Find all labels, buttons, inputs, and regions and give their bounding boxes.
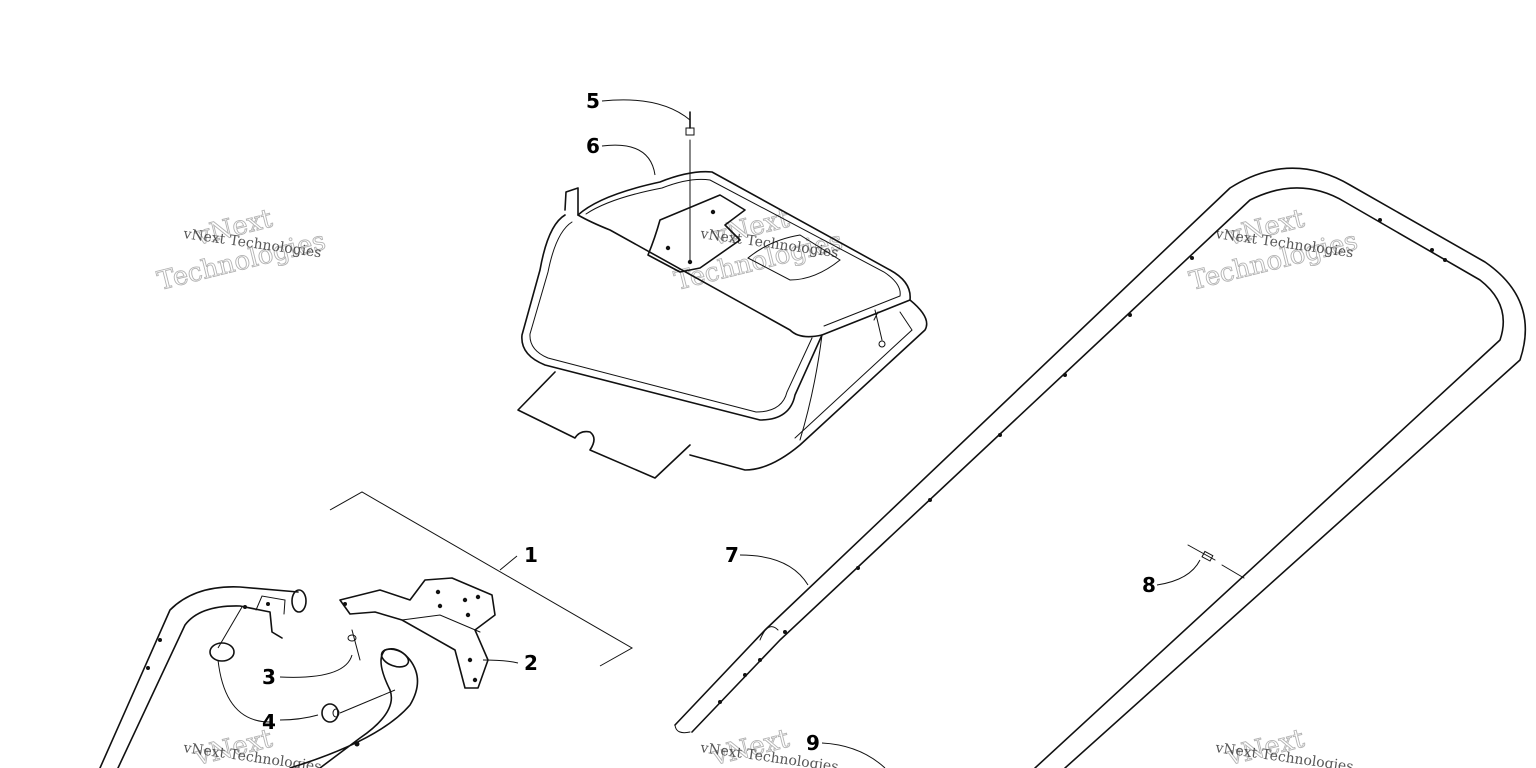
callout-6: 6 [586, 134, 600, 158]
callout-3: 3 [262, 665, 276, 689]
handle-tube-left [99, 586, 307, 768]
end-cap-left [209, 642, 235, 662]
mounting-bracket [339, 577, 496, 689]
watermark-left: vNext Technologies vNext Technologies [154, 203, 329, 297]
handle-tube-right [289, 647, 419, 768]
callout-1: 1 [524, 543, 538, 567]
end-cap-right [321, 703, 340, 723]
watermark-right: vNext Technologies vNext Technologies [1186, 203, 1361, 297]
leader-lines [217, 99, 1201, 768]
frame-rail [674, 167, 1527, 768]
callout-9: 9 [806, 731, 820, 755]
bolt [347, 629, 361, 661]
rivet [1187, 544, 1245, 579]
watermark-bottom-left: vNext vNext Technologies [181, 723, 322, 768]
screw [685, 111, 695, 263]
watermark-bottom-right: vNext vNext Technologies [1213, 723, 1354, 768]
storage-bag [517, 170, 928, 479]
callout-8: 8 [1142, 573, 1156, 597]
callout-4: 4 [262, 710, 276, 734]
group-bracket-line [329, 491, 634, 667]
callout-5: 5 [586, 89, 600, 113]
callout-2: 2 [524, 651, 538, 675]
callout-7: 7 [725, 543, 739, 567]
